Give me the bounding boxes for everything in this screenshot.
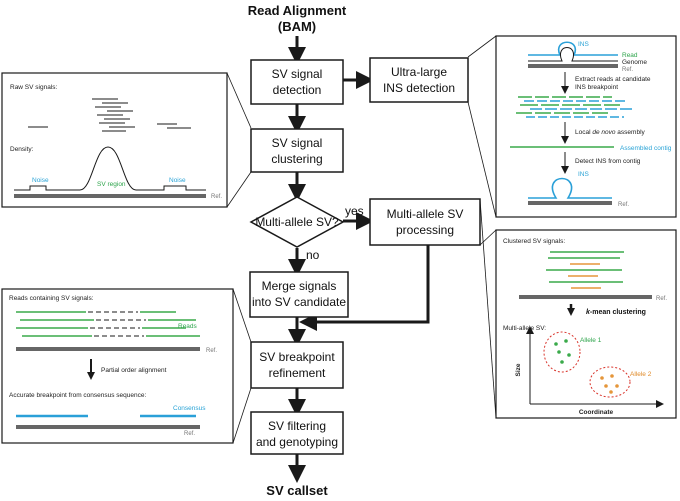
clustered-ref-label: Ref. bbox=[656, 296, 667, 302]
poa-label: Partial order alignment bbox=[101, 367, 167, 374]
allele2-label: Allele 2 bbox=[630, 371, 652, 378]
ins-step3: Detect INS from contig bbox=[575, 158, 641, 165]
node-merge-line1: Merge signals bbox=[262, 279, 337, 293]
ins-top-read-loop bbox=[528, 41, 618, 56]
node-filter-line2: and genotyping bbox=[256, 435, 338, 449]
node-refine-line1: SV breakpoint bbox=[259, 350, 335, 364]
title-line2: (BAM) bbox=[278, 19, 316, 34]
allele2-points bbox=[600, 374, 619, 394]
sv-region-label: SV region bbox=[97, 181, 126, 188]
node-detection-line2: detection bbox=[273, 83, 322, 97]
consensus-ref-label: Ref. bbox=[184, 431, 195, 437]
node-multi-line2: processing bbox=[396, 223, 454, 237]
ins-top-label: INS bbox=[578, 41, 590, 48]
raw-signal-lines bbox=[28, 98, 191, 132]
node-detection: SV signal detection bbox=[250, 59, 344, 105]
node-ins-detection: Ultra-large INS detection bbox=[369, 57, 469, 103]
node-filter: SV filtering and genotyping bbox=[250, 411, 344, 455]
panel-breakpoint-refinement: Reads containing SV signals: Reads Ref. … bbox=[1, 288, 234, 444]
ins-step2-pre: Local bbox=[575, 129, 592, 136]
noise-right-label: Noise bbox=[169, 177, 186, 184]
ins-bottom-label: INS bbox=[578, 171, 590, 178]
ins-ref-top-label: Ref. bbox=[622, 67, 633, 73]
kmean-rest: -mean clustering bbox=[590, 309, 646, 316]
ins-bottom-contig-loop bbox=[528, 177, 612, 199]
kmean-italic: k bbox=[586, 309, 591, 316]
ins-step2-italic: de novo bbox=[592, 129, 616, 136]
reads-ref-top-label: Ref. bbox=[206, 348, 217, 354]
node-refine-line2: refinement bbox=[269, 366, 326, 380]
raw-ref-label: Ref. bbox=[211, 194, 222, 200]
reads-title: Reads containing SV signals: bbox=[9, 295, 94, 302]
ins-step1a: Extract reads at candidate bbox=[575, 76, 651, 83]
ins-extracted-reads bbox=[516, 96, 632, 118]
reads-label: Reads bbox=[178, 323, 198, 330]
node-decision-label: Multi-allele SV? bbox=[255, 215, 339, 229]
node-multi-line1: Multi-allele SV bbox=[387, 207, 464, 221]
node-decision: Multi-allele SV? bbox=[249, 196, 345, 248]
consensus-label: Consensus bbox=[173, 405, 206, 412]
panel-connectors bbox=[226, 35, 497, 444]
allele2-cluster-ellipse bbox=[589, 366, 631, 398]
node-merge: Merge signals into SV candidate bbox=[249, 271, 349, 318]
node-refine: SV breakpoint refinement bbox=[250, 341, 344, 389]
panel-ins-detection: INS Read Genome Ref. Extract reads at ca… bbox=[495, 35, 677, 218]
density-curve bbox=[14, 146, 206, 191]
label-yes: yes bbox=[345, 204, 364, 218]
ins-top-genome bbox=[528, 47, 618, 62]
title-line1: Read Alignment bbox=[248, 3, 347, 18]
node-clustering-line2: clustering bbox=[271, 152, 322, 166]
flow-arrows bbox=[288, 36, 430, 483]
allele1-points bbox=[554, 339, 571, 364]
ins-read-label: Read bbox=[622, 52, 638, 59]
plot-xlabel: Coordinate bbox=[579, 409, 614, 416]
ins-ref-bottom-label: Ref. bbox=[618, 202, 629, 208]
raw-signals-label: Raw SV signals: bbox=[10, 84, 58, 91]
reads-with-gaps bbox=[16, 311, 200, 337]
ins-step2: Local de novo assembly bbox=[575, 129, 646, 136]
allele1-label: Allele 1 bbox=[580, 337, 602, 344]
node-filter-line1: SV filtering bbox=[268, 419, 326, 433]
clustered-signal-lines bbox=[546, 251, 624, 289]
node-multi-allele: Multi-allele SV processing bbox=[369, 198, 481, 246]
node-ins-line1: Ultra-large bbox=[391, 65, 447, 79]
node-clustering-line1: SV signal bbox=[272, 136, 323, 150]
ins-genome-label: Genome bbox=[622, 59, 647, 66]
node-clustering: SV signal clustering bbox=[250, 128, 344, 173]
assembled-contig-label: Assembled contig bbox=[620, 145, 672, 152]
footer-sv-callset: SV callset bbox=[266, 483, 328, 498]
panel-raw-signals: Raw SV signals: Density: Noise SV region… bbox=[1, 72, 228, 208]
density-label: Density: bbox=[10, 146, 34, 153]
clustered-title: Clustered SV signals: bbox=[503, 238, 565, 245]
label-no: no bbox=[306, 248, 320, 262]
plot-ylabel: Size bbox=[515, 363, 522, 376]
kmean-label: k-mean clustering bbox=[586, 309, 646, 316]
ins-step2-post: assembly bbox=[616, 129, 646, 136]
consensus-title: Accurate breakpoint from consensus seque… bbox=[9, 392, 146, 399]
ins-step1b: INS breakpoint bbox=[575, 84, 618, 91]
multi-allele-label: Multi-allele SV: bbox=[503, 325, 546, 332]
allele1-cluster-ellipse bbox=[543, 331, 581, 373]
noise-left-label: Noise bbox=[32, 177, 49, 184]
node-detection-line1: SV signal bbox=[272, 67, 323, 81]
panel-clustered-signals: Clustered SV signals: Ref. k-mean cluste… bbox=[495, 229, 677, 419]
node-ins-line2: INS detection bbox=[383, 81, 455, 95]
node-merge-line2: into SV candidate bbox=[252, 295, 346, 309]
